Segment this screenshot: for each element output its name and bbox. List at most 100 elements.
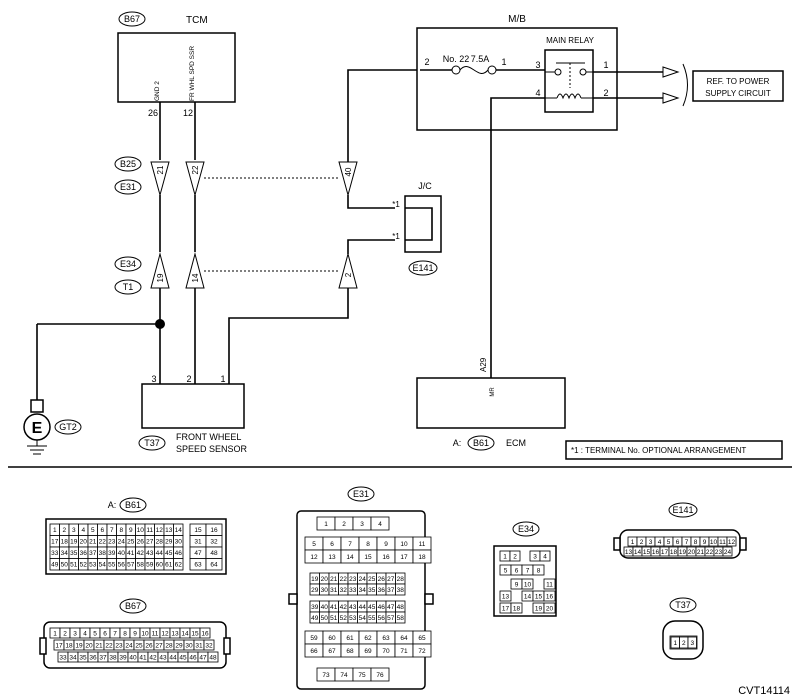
e31-pin-76	[370, 667, 390, 682]
e31-pin-9-num: 9	[384, 541, 388, 548]
e31-pin-73-num: 73	[322, 672, 330, 679]
b67-pin-32	[203, 639, 215, 651]
b61-pin-2-num: 2	[62, 527, 66, 534]
e31-pin-69-num: 69	[364, 648, 372, 655]
fuse-rating: 7.5A	[471, 54, 490, 64]
e34-pin-13-num: 13	[502, 593, 510, 600]
b67-pin-44-num: 44	[169, 654, 177, 661]
inline-connector-right: 40 2	[338, 161, 358, 289]
e34-label: E34	[518, 524, 534, 534]
b61-pin-56-num: 56	[118, 562, 126, 569]
e31-pin-38-num: 38	[397, 587, 405, 594]
b67-pin-14-num: 14	[181, 630, 189, 637]
e34-pin-16	[543, 590, 556, 602]
e141-pin-12-num: 12	[728, 539, 736, 546]
inline-t1-label: T1	[123, 282, 134, 292]
front-wheel-speed-sensor: 3 2 1 T37 FRONT WHEEL SPEED SENSOR	[138, 374, 248, 454]
inline-b25-pin-21: 21	[156, 165, 165, 174]
e31-pin-68-num: 68	[346, 648, 354, 655]
e31-pin-65-num: 65	[418, 635, 426, 642]
jc-connector-label: E141	[412, 263, 433, 273]
e141-pin-4-num: 4	[658, 539, 662, 546]
e31-label: E31	[353, 489, 369, 499]
b67-pin-24-num: 24	[125, 642, 133, 649]
e34-pin-19-num: 19	[535, 605, 543, 612]
e31-pin-26-num: 26	[378, 576, 386, 583]
inline-e34-pin-14: 14	[191, 273, 200, 282]
e31-pin-17-num: 17	[400, 554, 408, 561]
e31-pin-55-num: 55	[368, 615, 376, 622]
junction-connector: J/C *1 *1 E141	[392, 181, 442, 276]
b67-pin-2-num: 2	[63, 630, 67, 637]
b67-pin-37-num: 37	[99, 654, 107, 661]
b67-pin-5-num: 5	[93, 630, 97, 637]
e31-pin-15-num: 15	[364, 554, 372, 561]
b61-pin-29-num: 29	[165, 539, 173, 546]
ground-connector-label: GT2	[59, 422, 77, 432]
b67-pin-10-num: 10	[141, 630, 149, 637]
b67-pin-32-num: 32	[205, 642, 213, 649]
e141-pin-19-num: 19	[679, 549, 687, 556]
e141-pin-11-num: 11	[719, 539, 726, 546]
ecm-signal-mr: MR	[490, 387, 496, 397]
b61-pin-48-num: 48	[210, 550, 218, 557]
e31-pin-33-num: 33	[349, 587, 357, 594]
b67-pin-15-num: 15	[191, 630, 199, 637]
e31-pin-29-num: 29	[311, 587, 319, 594]
b67-pin-9-num: 9	[133, 630, 137, 637]
b67-pin-30-num: 30	[185, 642, 193, 649]
b67-pin-40-num: 40	[129, 654, 137, 661]
e31-pin-36-num: 36	[378, 587, 386, 594]
e31-pin-25-num: 25	[368, 576, 376, 583]
b67-pin-25-num: 25	[135, 642, 143, 649]
e34-pin-8	[532, 564, 545, 576]
e31-pin-41-num: 41	[330, 604, 338, 611]
e34-pin-18	[510, 602, 523, 614]
e34-pin-1-num: 1	[503, 553, 507, 560]
terminal-note: *1 : TERMINAL No. OPTIONAL ARRANGEMENT	[565, 440, 783, 460]
e31-pin-4	[370, 516, 390, 531]
b61-pin-42-num: 42	[137, 550, 145, 557]
jc-mark-1: *1	[392, 200, 400, 209]
diagram-id: CVT14114	[738, 685, 790, 697]
b61-pin-43-num: 43	[146, 550, 154, 557]
b61-pin-26-num: 26	[137, 539, 145, 546]
b61-pin-23-num: 23	[108, 539, 116, 546]
e34-pin-6-num: 6	[515, 567, 519, 574]
b61-pin-19-num: 19	[70, 539, 78, 546]
e31-pin-2-num: 2	[342, 521, 346, 528]
b61-pin-13-num: 13	[165, 527, 173, 534]
e31-pin-31-num: 31	[330, 587, 338, 594]
b61-pin-31-num: 31	[194, 539, 202, 546]
b61-pin-62	[173, 558, 184, 571]
b67-pin-38-num: 38	[109, 654, 117, 661]
e31-pin-16-num: 16	[382, 554, 390, 561]
inline-e34-label: E34	[120, 259, 136, 269]
b67-pin-34-num: 34	[69, 654, 77, 661]
e31-pin-4-num: 4	[378, 521, 382, 528]
e34-pin-11	[543, 578, 556, 590]
b61-pin-38-num: 38	[99, 550, 107, 557]
e34-pin-14-num: 14	[524, 593, 532, 600]
e31-pin-54-num: 54	[359, 615, 367, 622]
e31-pin-63-num: 63	[382, 635, 390, 642]
relay-pin-4: 4	[535, 88, 540, 98]
b61-pin-35-num: 35	[70, 550, 78, 557]
b61-pin-3-num: 3	[72, 527, 76, 534]
e141-pin-8-num: 8	[694, 539, 698, 546]
b67-pin-11-num: 11	[152, 630, 159, 637]
e141-pin-12	[726, 536, 737, 547]
e31-pin-74-num: 74	[340, 672, 348, 679]
e31-pin-72	[412, 643, 432, 658]
ecm-pin-a29: A29	[479, 357, 488, 372]
b61-pin-47-num: 47	[194, 550, 202, 557]
e31-pin-40-num: 40	[321, 604, 329, 611]
b67-pin-28-num: 28	[165, 642, 173, 649]
b67-pin-36-num: 36	[89, 654, 97, 661]
e31-pin-60-num: 60	[328, 635, 336, 642]
e31-pin-42-num: 42	[340, 604, 348, 611]
